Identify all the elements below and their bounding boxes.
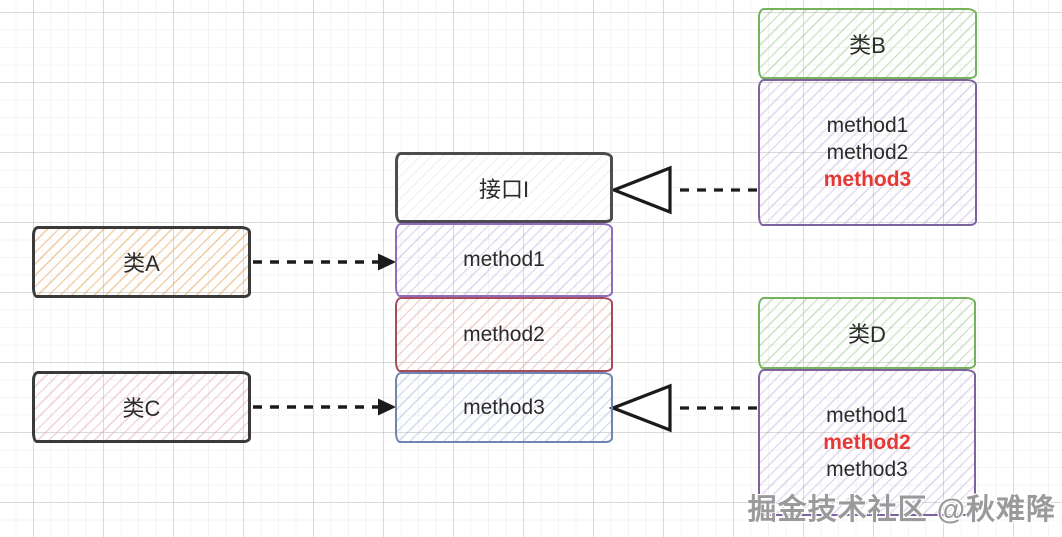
class-d-header-box: 类D (758, 297, 976, 369)
realization-arrow-b-to-interface (609, 165, 757, 215)
class-d-method2: method2 (823, 431, 911, 454)
class-b-method3: method3 (823, 168, 912, 191)
dependency-arrow-a-to-method1 (253, 253, 396, 271)
class-c-box: 类C (32, 371, 251, 443)
class-b-method2: method2 (826, 141, 909, 164)
watermark-text: 掘金技术社区 @秋难降 (747, 494, 1056, 526)
class-c-label: 类C (122, 396, 161, 421)
class-d-method3: method3 (826, 458, 908, 481)
interface-method3-label: method3 (463, 395, 545, 419)
realization-arrow-d-to-method3 (608, 383, 757, 433)
interface-method1-label: method1 (463, 248, 545, 271)
interface-header-box: 接口I (395, 152, 613, 223)
class-d-method1: method1 (826, 404, 908, 427)
class-b-body-box: method1 method2 method3 (758, 79, 977, 226)
class-a-label: 类A (123, 251, 160, 276)
interface-method2-box: method2 (395, 297, 613, 372)
class-b-label: 类B (849, 32, 886, 58)
interface-title: 接口I (478, 176, 530, 202)
interface-method2-label: method2 (463, 322, 545, 346)
interface-method3-box: method3 (395, 372, 613, 443)
interface-method1-box: method1 (395, 223, 613, 297)
class-b-method1: method1 (826, 114, 909, 137)
class-b-header-box: 类B (758, 8, 977, 79)
class-a-box: 类A (32, 226, 251, 298)
dependency-arrow-c-to-method3 (253, 398, 396, 416)
class-d-label: 类D (848, 322, 886, 347)
class-d-body-box: method1 method2 method3 (758, 369, 976, 516)
